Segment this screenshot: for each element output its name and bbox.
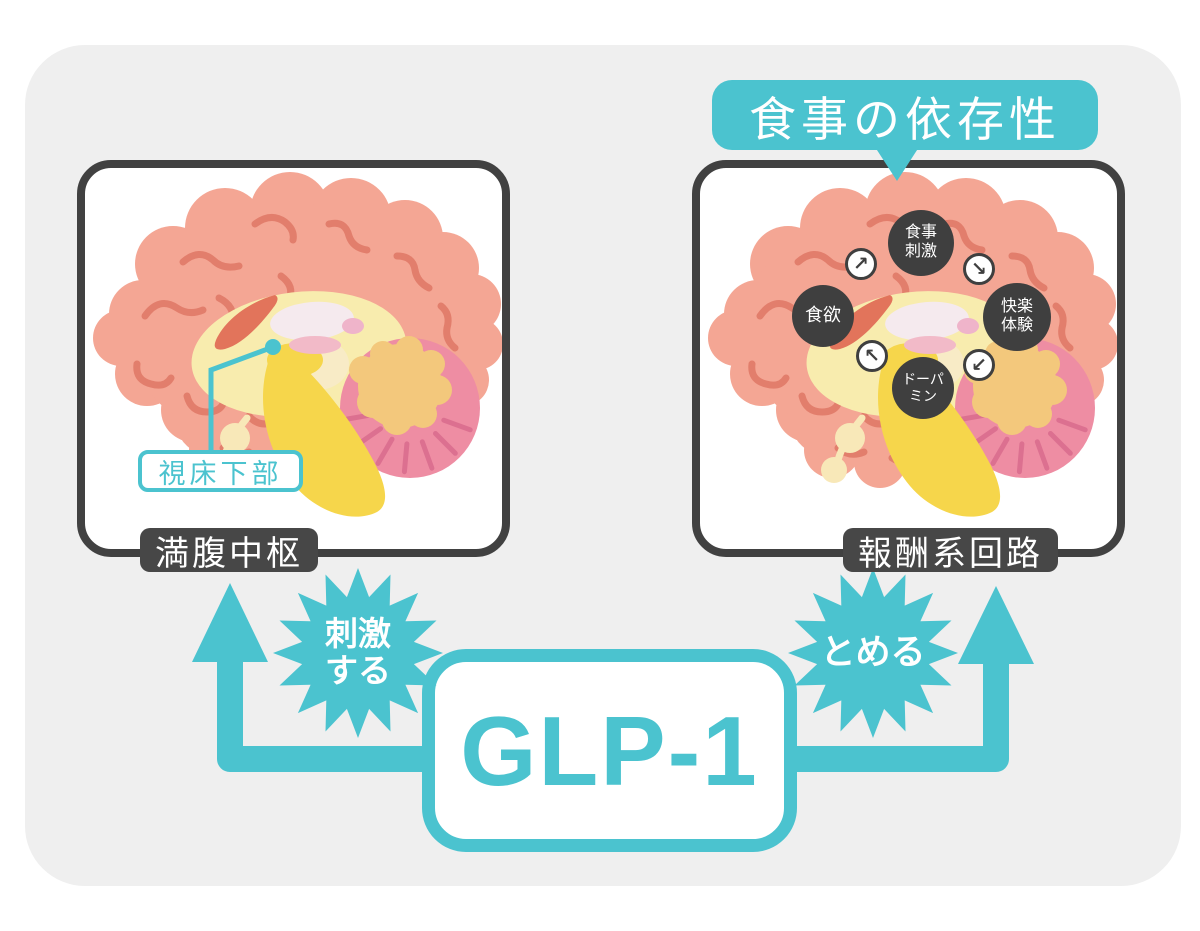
stimulate-line2: する	[325, 652, 391, 689]
banner-label: 食事の依存性	[749, 92, 1061, 146]
node-line: ミン	[909, 388, 937, 404]
cycle-node-meal-stimulus: 食事 刺激	[888, 210, 954, 276]
node-line: ドーパ	[902, 371, 944, 388]
banner-pointer-icon	[875, 147, 919, 181]
hypothalamus-label: 視床下部	[138, 450, 303, 492]
hypothalamus-dot-icon	[265, 339, 281, 355]
stop-burst-label: とめる	[820, 633, 926, 672]
left-arrowhead-icon	[192, 583, 268, 662]
left-arrow-shaft	[217, 655, 424, 772]
glp1-label: GLP-1	[460, 695, 759, 806]
right-arrow-shaft	[797, 655, 1009, 772]
reward-panel: 食事 刺激 快楽 体験 ドーパ ミン 食欲 ↗ ↘ ↖ ↙	[692, 160, 1125, 557]
node-line: 体験	[1000, 317, 1033, 334]
node-line: 刺激	[904, 243, 937, 260]
cycle-arrow-up-left-icon: ↖	[856, 340, 888, 372]
stop-starburst-icon	[788, 568, 958, 738]
cycle-arrow-up-right-icon: ↗	[845, 248, 877, 280]
stimulate-starburst-icon	[273, 568, 443, 738]
cycle-node-dopamine: ドーパ ミン	[892, 357, 954, 419]
node-line: 食事	[904, 224, 937, 242]
satiety-center-caption: 満腹中枢	[140, 528, 318, 573]
cycle-arrow-down-left-icon: ↙	[963, 349, 995, 381]
stimulate-line1: 刺激	[325, 615, 391, 653]
cycle-node-pleasure: 快楽 体験	[983, 283, 1051, 351]
stimulate-burst-label: 刺激 する	[288, 606, 428, 700]
hypothalamus-callout-line	[208, 339, 281, 455]
node-line: 快楽	[1000, 298, 1033, 316]
satiety-panel: 視床下部	[77, 160, 510, 557]
cycle-arrow-down-right-icon: ↘	[963, 253, 995, 285]
cycle-node-appetite: 食欲	[792, 285, 854, 347]
node-line: 食欲	[805, 305, 841, 326]
reward-circuit-caption: 報酬系回路	[843, 528, 1058, 573]
right-arrowhead-icon	[958, 586, 1034, 664]
glp1-box: GLP-1	[422, 649, 797, 852]
food-dependency-banner: 食事の依存性	[712, 80, 1098, 181]
